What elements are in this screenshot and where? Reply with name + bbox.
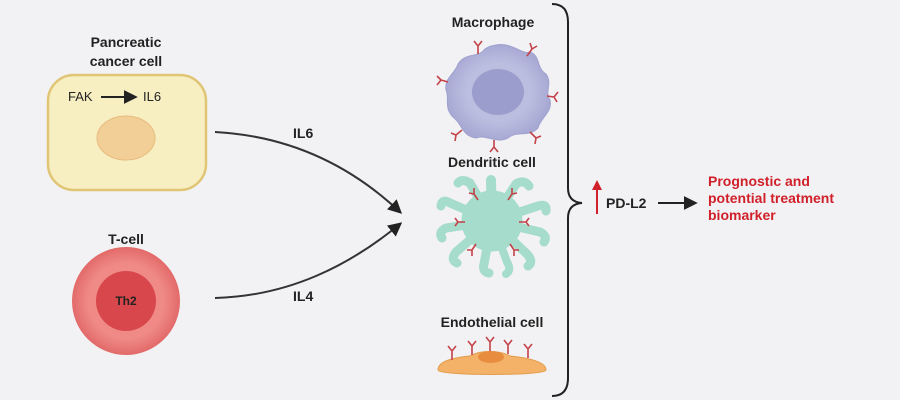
tcell-title: T-cell <box>108 231 144 247</box>
outcome-line2: potential treatment <box>708 190 834 206</box>
outcome-line1: Prognostic and <box>708 173 810 189</box>
pancreatic-title-line2: cancer cell <box>90 53 162 69</box>
tcell-group: T-cell Th2 <box>72 231 180 355</box>
endothelial-title: Endothelial cell <box>441 314 544 330</box>
il6-arrow <box>214 131 403 214</box>
outcome-line3: biomarker <box>708 207 776 223</box>
dendritic-cell <box>436 175 551 278</box>
dendritic-group: Dendritic cell <box>436 154 551 278</box>
il6-arrow-label: IL6 <box>293 125 313 141</box>
cytokine-arrows: IL6 IL4 <box>214 125 403 304</box>
grouping-brace <box>551 3 583 397</box>
pdl2-label: PD-L2 <box>606 195 647 211</box>
pancreatic-nucleus <box>96 115 156 161</box>
macrophage-title: Macrophage <box>452 14 535 30</box>
endothelial-nucleus <box>478 351 504 363</box>
tcell-inner-th2 <box>96 271 156 331</box>
il4-arrow <box>214 222 403 299</box>
macrophage-nucleus <box>472 69 524 115</box>
fak-label: FAK <box>68 89 93 104</box>
pancreatic-title-line1: Pancreatic <box>91 34 162 50</box>
endothelial-group: Endothelial cell <box>437 314 547 375</box>
il4-arrow-label: IL4 <box>293 288 313 304</box>
endothelial-receptors <box>447 336 533 360</box>
pdl2-group: PD-L2 <box>592 180 698 214</box>
dendritic-title: Dendritic cell <box>448 154 536 170</box>
th2-label: Th2 <box>115 294 137 308</box>
il6-intracellular-label: IL6 <box>143 89 161 104</box>
upregulation-arrowhead <box>592 180 602 190</box>
macrophage-receptors <box>436 40 559 153</box>
outcome-group: Prognostic and potential treatment bioma… <box>708 173 834 223</box>
dendritic-receptors <box>454 188 530 256</box>
pancreatic-cancer-cell-group: Pancreatic cancer cell FAK IL6 <box>46 34 208 192</box>
macrophage-group: Macrophage <box>436 14 559 153</box>
